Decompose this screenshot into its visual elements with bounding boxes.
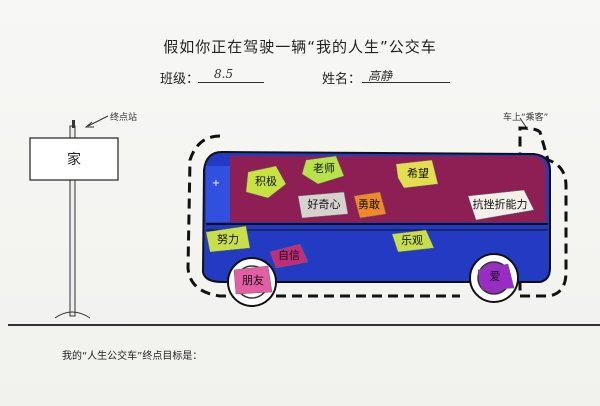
passenger-sticker: 抗挫折能力 [467,189,535,221]
name-value: 高静 [368,69,393,83]
class-value: 8.5 [214,67,234,81]
svg-text:积极: 积极 [255,174,277,188]
passenger-sticker: 老师 [301,155,345,185]
bus-dashed-outline [186,126,568,298]
worksheet-title: 假如你正在驾驶一辆“我的人生”公交车 [163,38,437,56]
svg-text:抗挫折能力: 抗挫折能力 [473,197,528,211]
passenger-sticker: 朋友 [233,265,273,295]
passenger-sticker: 勇敢 [353,191,387,219]
footer-prompt: 我的“人生公交车”终点目标是： [62,351,203,362]
passenger-sticker: 乐观 [391,229,435,253]
svg-text:乐观: 乐观 [401,234,423,247]
svg-text:老师: 老师 [313,162,335,175]
svg-text:爱: 爱 [490,270,501,283]
class-label: 班级： [160,72,200,87]
svg-text:希望: 希望 [407,166,429,180]
svg-text:+: + [212,178,220,189]
svg-text:朋友: 朋友 [242,273,264,287]
terminal-sign [29,137,119,181]
passenger-sticker: 努力 [205,225,251,253]
passengers-callout: 车上“乘客” [503,113,549,123]
svg-text:好奇心: 好奇心 [308,197,341,211]
name-underline [362,82,450,83]
terminal-callout: 终点站 [110,113,138,123]
svg-text:自信: 自信 [278,249,300,262]
passenger-sticker: 希望 [395,159,439,189]
svg-text:勇敢: 勇敢 [358,197,380,211]
terminal-arrow [87,115,109,127]
ground-line [8,324,600,326]
passenger-sticker: 自信 [269,243,309,269]
name-label: 姓名： [322,72,362,87]
terminal-sign-text: 家 [67,151,81,168]
class-underline [198,82,264,83]
passenger-sticker: 积极 [245,165,287,199]
passenger-sticker: 好奇心 [297,191,349,219]
svg-text:努力: 努力 [217,232,239,246]
passenger-sticker: 爱 [477,263,515,291]
